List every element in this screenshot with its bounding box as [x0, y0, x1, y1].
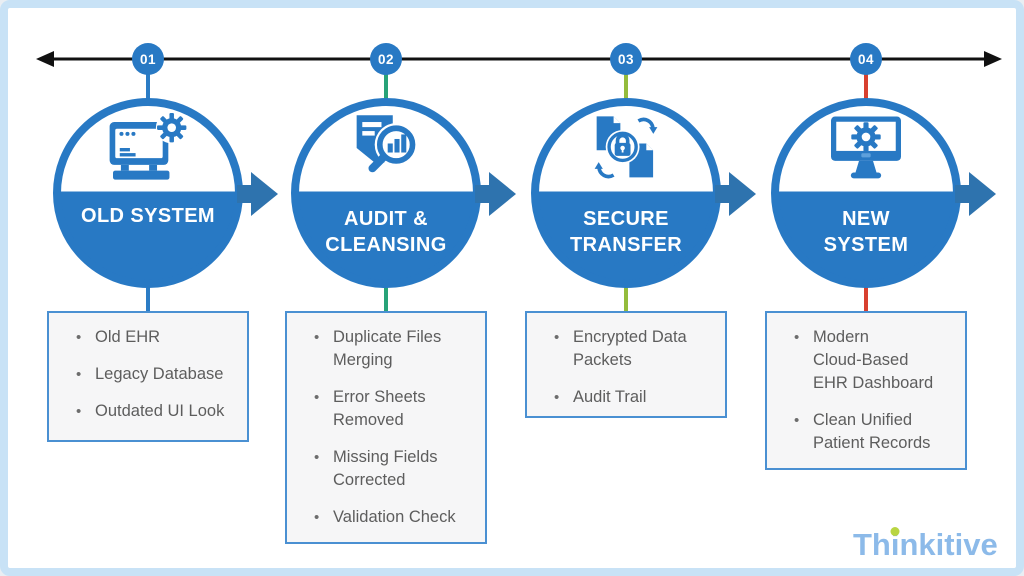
bar-chart-glyph [387, 134, 407, 153]
bullet-list: Duplicate Files Merging Error Sheets Rem… [287, 313, 485, 529]
list-item: Audit Trail [553, 386, 719, 409]
step-circle: OLD SYSTEM [53, 98, 243, 288]
audit-cleansing-details-box: Duplicate Files Merging Error Sheets Rem… [285, 311, 487, 544]
secure-transfer-icon [594, 116, 658, 179]
step-title-line: SECURE [583, 208, 669, 230]
step-circle: NEW SYSTEM [771, 98, 961, 288]
step-title-line: NEW [842, 208, 890, 230]
step-title: AUDIT & CLEANSING [299, 206, 473, 258]
new-system-details-box: Modern Cloud-Based EHR Dashboard Clean U… [765, 311, 967, 470]
list-item: Old EHR [75, 326, 241, 349]
list-item: Outdated UI Look [75, 400, 241, 423]
logo-accent-letter: i [890, 527, 900, 562]
step-title-line: SYSTEM [823, 234, 909, 256]
list-item: Error Sheets Removed [313, 386, 479, 432]
bullet-list: Old EHR Legacy Database Outdated UI Look [49, 313, 247, 423]
timeline-right-arrowhead [984, 51, 1002, 67]
logo-text-suffix: nkitive [899, 527, 998, 562]
list-item: Encrypted Data Packets [553, 326, 719, 372]
step-title-line: AUDIT & [344, 208, 428, 230]
connector-line [146, 68, 150, 102]
connector-line [624, 282, 628, 314]
list-item: Validation Check [313, 506, 479, 529]
timeline-left-arrowhead [36, 51, 54, 67]
connector-line [864, 68, 868, 102]
legacy-computer-icon [109, 113, 188, 180]
logo-text-prefix: Th [853, 527, 891, 562]
list-item: Clean Unified Patient Records [793, 409, 959, 455]
step-circle: SECURE TRANSFER [531, 98, 721, 288]
list-item: Legacy Database [75, 363, 241, 386]
thinkitive-logo: Thinkitive [853, 527, 998, 563]
step-title-line: CLEANSING [325, 234, 447, 256]
gear-icon [851, 122, 881, 152]
sync-arrows-icon [594, 117, 658, 179]
list-item: Duplicate Files Merging [313, 326, 479, 372]
bullet-list: Encrypted Data Packets Audit Trail [527, 313, 725, 409]
flow-arrow-icon [237, 172, 278, 216]
flow-arrow-icon [475, 172, 516, 216]
step-number-badge: 02 [370, 43, 402, 75]
step-circle: AUDIT & CLEANSING [291, 98, 481, 288]
old-system-details-box: Old EHR Legacy Database Outdated UI Look [47, 311, 249, 442]
modern-monitor-icon [831, 116, 901, 179]
connector-line [384, 68, 388, 102]
step-number-badge: 03 [610, 43, 642, 75]
timeline-arrow [36, 51, 1002, 67]
list-item: Missing Fields Corrected [313, 446, 479, 492]
step-title-line: OLD SYSTEM [80, 205, 215, 227]
step-number-badge: 01 [132, 43, 164, 75]
connector-line [384, 282, 388, 314]
connector-line [864, 282, 868, 314]
step-title: OLD SYSTEM [61, 203, 235, 229]
audit-magnifier-icon [356, 115, 418, 173]
lock-icon [605, 129, 640, 164]
step-title-line: TRANSFER [569, 234, 683, 256]
list-item: Modern Cloud-Based EHR Dashboard [793, 326, 959, 395]
bullet-list: Modern Cloud-Based EHR Dashboard Clean U… [767, 313, 965, 455]
connector-line [146, 282, 150, 314]
step-title: SECURE TRANSFER [539, 206, 713, 258]
flow-arrow-icon [715, 172, 756, 216]
step-number-badge: 04 [850, 43, 882, 75]
step-title: NEW SYSTEM [779, 206, 953, 258]
flow-arrow-icon [955, 172, 996, 216]
secure-transfer-details-box: Encrypted Data Packets Audit Trail [525, 311, 727, 418]
gear-icon [157, 113, 187, 143]
connector-line [624, 68, 628, 102]
